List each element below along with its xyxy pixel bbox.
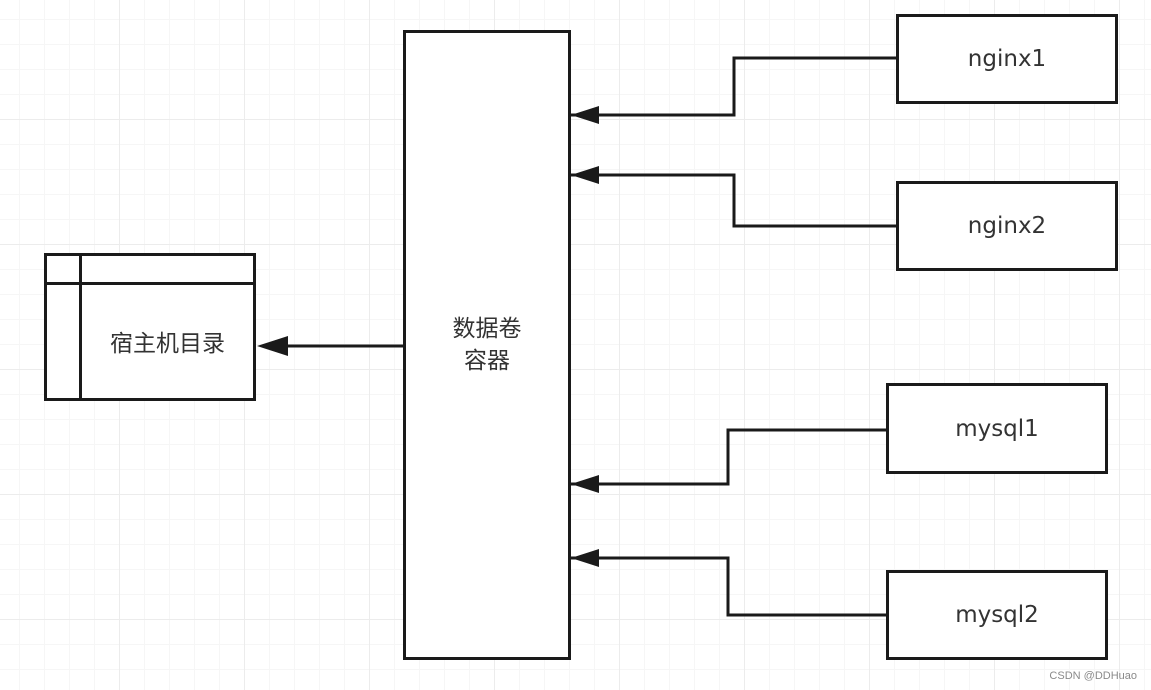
container-node-mysql1: mysql1 [886,383,1108,474]
edge-nginx2-to-volume [571,173,897,228]
arrowhead-nginx1 [571,106,599,124]
edge-mysql2-to-volume [571,556,887,617]
arrowhead-mysql2 [571,549,599,567]
watermark: CSDN @DDHuao [1049,670,1137,682]
container-node-nginx1: nginx1 [896,14,1118,104]
host-directory-label: 宿主机目录 [110,331,225,357]
host-directory-header-divider [47,282,253,285]
container-node-nginx2: nginx2 [896,181,1118,271]
host-directory-node: 宿主机目录 [44,253,256,401]
volume-container-node: 数据卷 容器 [403,30,571,660]
container-node-mysql2: mysql2 [886,570,1108,660]
edge-mysql1-to-volume [571,428,887,486]
arrowhead-host [257,336,288,356]
edge-nginx1-to-volume [571,56,897,117]
container-label: mysql2 [955,602,1039,628]
arrowhead-mysql1 [571,475,599,493]
arrowhead-nginx2 [571,166,599,184]
container-label: mysql1 [955,415,1039,442]
container-label: nginx2 [967,213,1047,239]
container-label: nginx1 [967,46,1047,72]
host-directory-side-divider [79,256,82,398]
volume-container-label: 数据卷 容器 [452,316,522,374]
